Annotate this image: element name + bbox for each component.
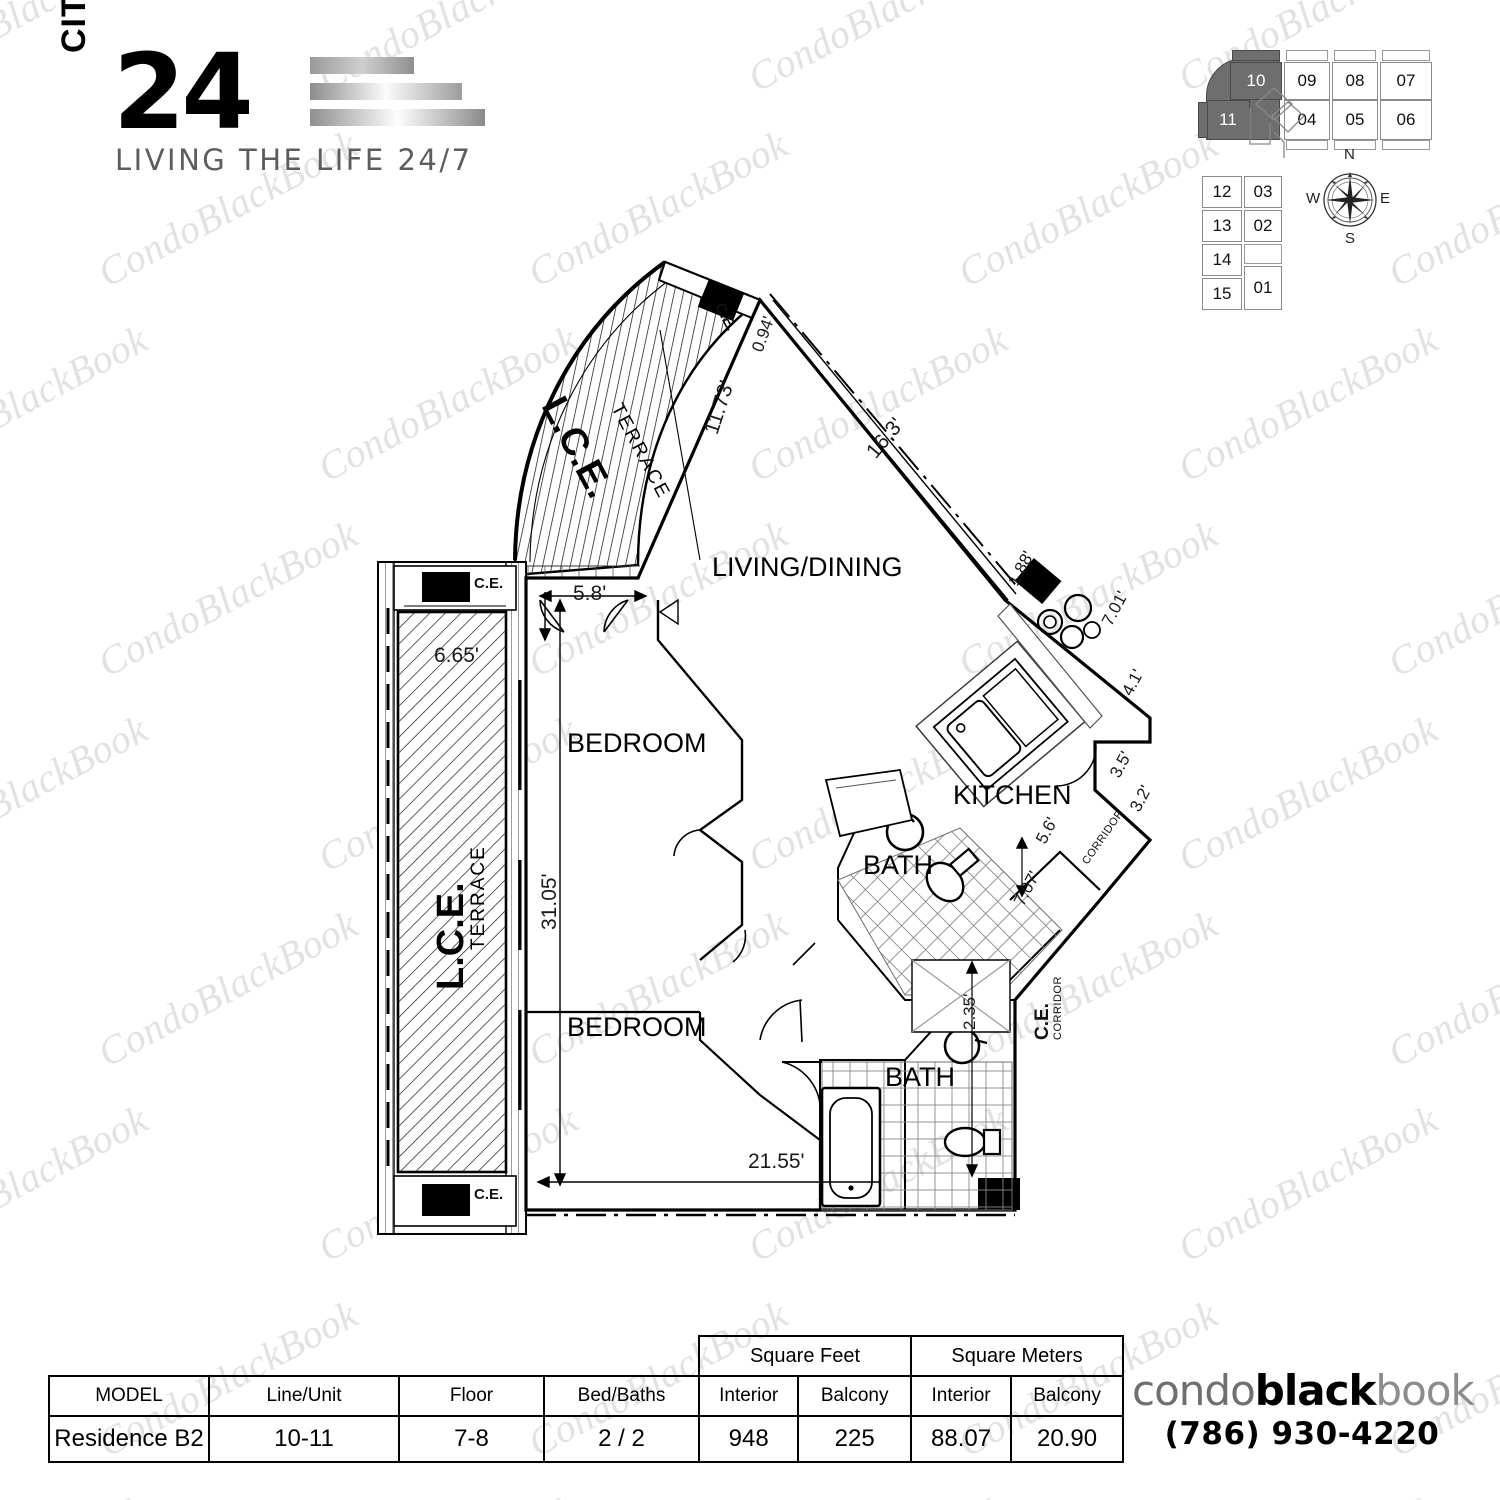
- col-header-sqft-balcony: Balcony: [797, 1375, 912, 1417]
- condoblackbook-brand: condoblackbook (786) 930-4220: [1132, 1366, 1475, 1453]
- keyplan-stub-top-0: [1232, 50, 1280, 61]
- compass-icon: [1323, 172, 1377, 227]
- dim-bath-clear: 2.35': [960, 993, 979, 1030]
- cell-sqft-interior: 948: [697, 1415, 800, 1463]
- compass-rose: N S E W: [1300, 146, 1400, 248]
- room-label-bath-1: BATH: [863, 850, 934, 880]
- curved-terrace: [513, 260, 763, 579]
- col-header-sqm-balcony: Balcony: [1010, 1375, 1124, 1417]
- kitchen-fixtures: [915, 593, 1103, 808]
- keyplan-stub-left-0: [1198, 102, 1208, 138]
- keyplan-stub-bot-2: [1382, 140, 1430, 150]
- room-label-bedroom-2: BEDROOM: [567, 1012, 707, 1042]
- col-header-sqft-interior: Interior: [697, 1375, 800, 1417]
- cell-sqm-interior: 88.07: [909, 1415, 1013, 1463]
- cell-model: Residence B2: [48, 1415, 210, 1463]
- corridor-label-lower: CORRIDOR: [1052, 976, 1064, 1040]
- keyplan-unit-09: 09: [1284, 62, 1330, 100]
- brand-phone: (786) 930-4220: [1164, 1416, 1440, 1452]
- logo-bars: [310, 57, 485, 135]
- keyplan-unit-15: 15: [1202, 278, 1242, 310]
- left-terrace: [377, 561, 527, 1235]
- keyplan-unit-02: 02: [1244, 210, 1282, 242]
- col-header-model: MODEL: [48, 1375, 210, 1417]
- group-header-square-feet: Square Feet: [698, 1335, 912, 1377]
- ce-label-upper-left: C.E.: [474, 575, 504, 592]
- table-row: Residence B2 10-11 7-8 2 / 2 948 225 88.…: [48, 1415, 1124, 1463]
- cell-bed-baths: 2 / 2: [543, 1415, 700, 1463]
- keyplan-stub-bot-0: [1286, 140, 1328, 150]
- brand-part-book: book: [1375, 1366, 1474, 1415]
- door-swings: [539, 598, 1097, 966]
- col-header-sqm-interior: Interior: [909, 1375, 1013, 1417]
- keyplan-stub-top-1: [1286, 50, 1328, 61]
- cell-floor: 7-8: [398, 1415, 545, 1463]
- bath-2-fixtures: [781, 959, 1013, 1211]
- logo-24-text: 24: [113, 31, 254, 153]
- col-header-floor: Floor: [398, 1375, 545, 1417]
- table-group-header-row: Square Feet Square Meters: [49, 1335, 1124, 1377]
- dim-left-terrace-width: 6.65': [434, 644, 479, 667]
- dimension-lines: [404, 329, 1029, 1189]
- brand-part-condo: condo: [1132, 1366, 1256, 1415]
- keyplan-unit-12: 12: [1202, 176, 1242, 208]
- room-label-living-dining: LIVING/DINING: [712, 552, 903, 582]
- keyplan-stub-top-2: [1334, 50, 1376, 61]
- compass-west: W: [1306, 190, 1321, 207]
- ce-label-corridor-right: C.E.: [1032, 1003, 1053, 1040]
- keyplan-unit-07: 07: [1380, 62, 1432, 100]
- room-label-kitchen: KITCHEN: [953, 780, 1072, 810]
- compass-south: S: [1345, 230, 1356, 247]
- keyplan-unit-13: 13: [1202, 210, 1242, 242]
- logo-tagline: LIVING THE LIFE 24/7: [115, 143, 473, 177]
- keyplan-unit-01: 01: [1244, 266, 1282, 310]
- cell-sqft-balcony: 225: [797, 1415, 912, 1463]
- keyplan-unit-08: 08: [1332, 62, 1378, 100]
- terrace-left-sublabel: TERRACE: [468, 845, 489, 950]
- room-label-bath-2: BATH: [885, 1062, 956, 1092]
- ce-label-lower-left: C.E.: [474, 1186, 504, 1203]
- keyplan-stub-top-3: [1382, 50, 1430, 61]
- keyplan-unit-14: 14: [1202, 244, 1242, 276]
- dim-living-opening: 5.8': [573, 582, 607, 605]
- compass-east: E: [1380, 190, 1391, 207]
- col-header-line-unit: Line/Unit: [208, 1375, 400, 1417]
- keyplan-unit-03: 03: [1244, 176, 1282, 208]
- brand-part-black: black: [1254, 1366, 1377, 1415]
- keyplan-stub-bot-1: [1334, 140, 1376, 150]
- compass-north: N: [1344, 146, 1355, 163]
- dim-bottom-wall: 21.55': [748, 1150, 805, 1173]
- bath-1-fixtures: [759, 768, 1063, 1043]
- group-header-square-meters: Square Meters: [910, 1335, 1124, 1377]
- col-header-bed-baths: Bed/Baths: [543, 1375, 700, 1417]
- keyplan-unit-11: 11: [1206, 100, 1250, 140]
- terrace-left-label: L.C.E.: [430, 882, 472, 990]
- dim-left-terrace-length: 31.05': [538, 873, 561, 930]
- keyplan-unit-06: 06: [1380, 100, 1432, 140]
- specification-table: Square Feet Square Meters MODEL Line/Uni…: [48, 1335, 1124, 1463]
- keyplan-unit-05: 05: [1332, 100, 1378, 140]
- keyplan-core-diagram: [1249, 87, 1305, 158]
- cell-line-unit: 10-11: [208, 1415, 400, 1463]
- table-header-row: MODEL Line/Unit Floor Bed/Baths Interior…: [48, 1375, 1124, 1417]
- city24-logo: CITY 24 LIVING THE LIFE 24/7: [55, 0, 485, 177]
- cell-sqm-balcony: 20.90: [1010, 1415, 1124, 1463]
- keyplan-stub-mid: [1244, 244, 1282, 264]
- keyplan-unit-10: 10: [1230, 62, 1282, 100]
- room-label-bedroom-1: BEDROOM: [567, 728, 707, 758]
- logo-city-text: CITY: [55, 0, 93, 53]
